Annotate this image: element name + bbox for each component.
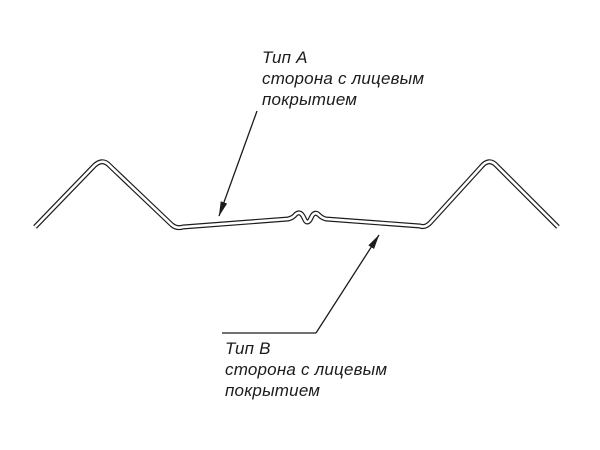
type-b-line2: покрытием: [225, 381, 321, 400]
type-b-title: Тип В: [225, 339, 271, 358]
type-a-line1: сторона с лицевым: [262, 69, 425, 88]
type-a-title: Тип А: [262, 48, 308, 67]
leader-line-type-b: [315, 234, 380, 334]
sheet-profile-outline: [33, 159, 560, 231]
sheet-profile-core: [34, 160, 559, 229]
leader-line-type-a: [218, 110, 258, 217]
annotation-type-a: Тип А сторона с лицевым покрытием: [262, 47, 424, 110]
type-b-line1: сторона с лицевым: [225, 360, 388, 379]
type-a-line2: покрытием: [262, 90, 358, 109]
annotation-type-b: Тип В сторона с лицевым покрытием: [225, 338, 387, 401]
